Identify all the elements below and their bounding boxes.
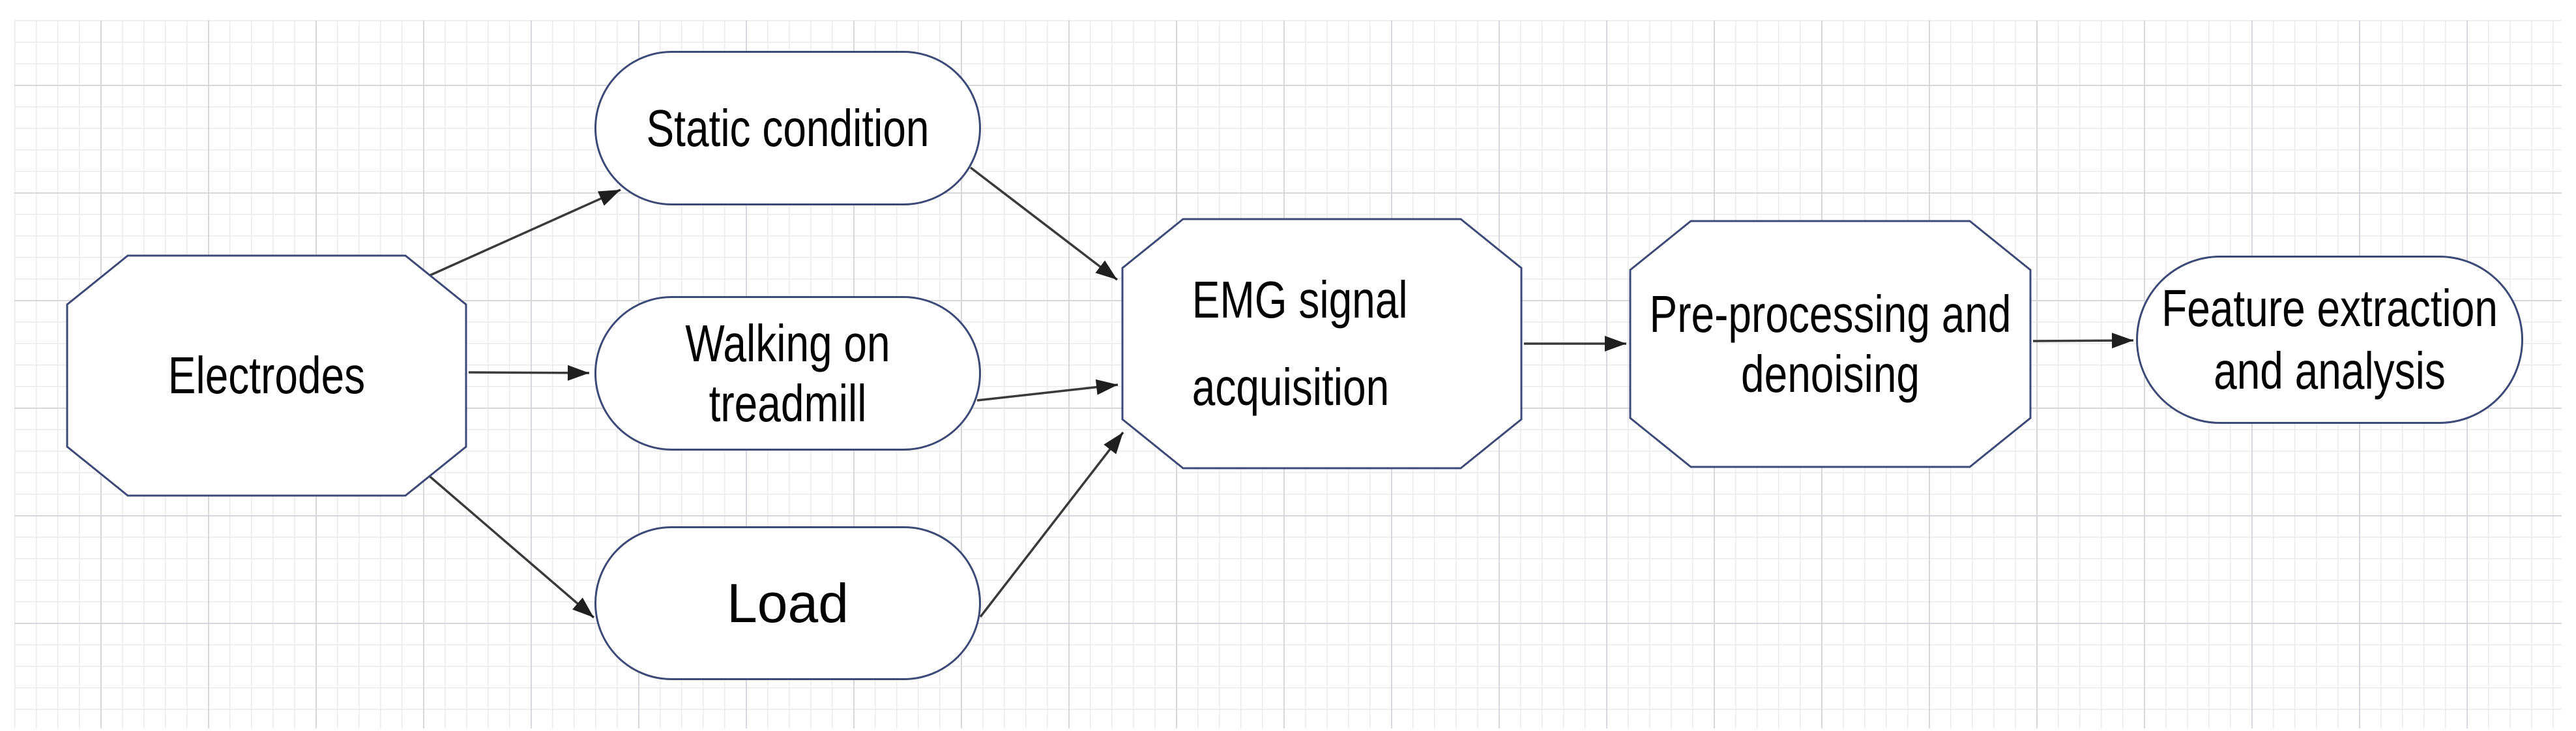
node-label: Walking on treadmill [685, 314, 890, 432]
arrow-electrodes-to-static [417, 188, 621, 282]
octagon-shape [1121, 218, 1523, 470]
node-load: Load [594, 526, 981, 680]
arrow-electrodes-to-load [416, 464, 595, 619]
arrow-electrodes-to-walking [468, 365, 590, 381]
node-pre-processing-denoising: Pre-processing and denoising [1629, 220, 2032, 468]
node-label: Load [727, 573, 849, 634]
node-label: EMG signal acquisition [1192, 271, 1408, 416]
node-label: Feature extraction and analysis [2161, 279, 2498, 400]
octagon-shape [66, 254, 467, 497]
arrow-static-to-emg [969, 166, 1119, 281]
node-label: Electrodes [168, 346, 366, 404]
arrow-preprocessing-to-feature [2032, 333, 2134, 349]
node-walking-on-treadmill: Walking on treadmill [594, 296, 981, 451]
octagon-shape [1629, 220, 2032, 468]
node-label: Pre-processing and denoising [1649, 284, 2012, 403]
node-label: Static condition [646, 98, 929, 157]
arrow-load-to-emg [979, 431, 1124, 618]
node-electrodes: Electrodes [66, 254, 467, 497]
arrow-walking-to-emg [976, 379, 1119, 402]
node-static-condition: Static condition [594, 51, 981, 205]
node-emg-signal-acquisition: EMG signal acquisition [1121, 218, 1523, 470]
node-feature-extraction-analysis: Feature extraction and analysis [2136, 256, 2523, 424]
